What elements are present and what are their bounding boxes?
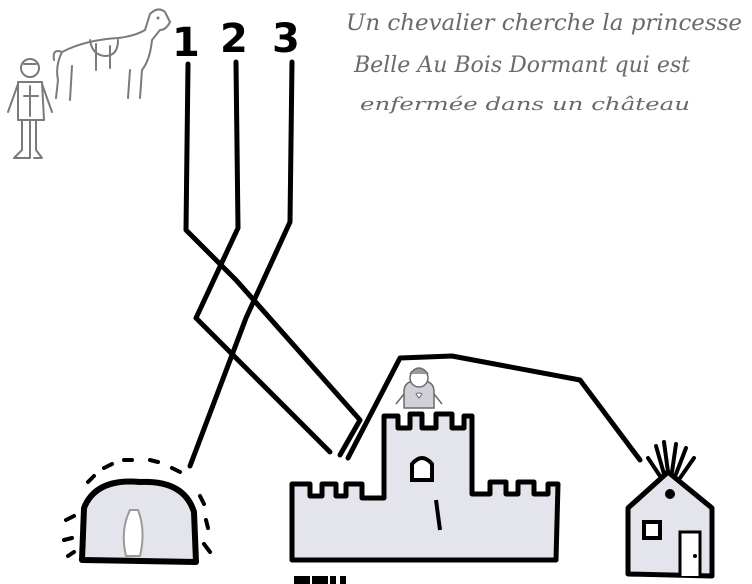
path-numbers: 1 2 3 — [172, 16, 300, 66]
path-3[interactable] — [187, 59, 295, 469]
cave — [62, 458, 212, 565]
story-line-2: Belle Au Bois Dormant qui est — [353, 53, 690, 78]
path-1[interactable] — [183, 61, 363, 458]
knight-figure — [7, 58, 53, 159]
princess-figure — [395, 367, 443, 409]
castle — [289, 411, 561, 563]
path-number-3: 3 — [272, 16, 300, 62]
path-number-2: 2 — [220, 16, 248, 62]
story-line-1: Un chevalier cherche la princesse — [346, 11, 742, 36]
maze-paths — [183, 59, 643, 469]
horse-figure — [52, 8, 171, 101]
bottom-edge-marks — [294, 576, 346, 584]
story-text: Un chevalier cherche la princesse Belle … — [346, 11, 742, 115]
house — [625, 440, 715, 579]
road-castle-house — [345, 353, 643, 463]
house-smoke — [646, 440, 696, 480]
story-line-3: enfermée dans un château — [360, 94, 690, 115]
path-2[interactable] — [193, 59, 333, 455]
path-number-1: 1 — [172, 20, 200, 66]
cave-rays — [62, 458, 212, 558]
